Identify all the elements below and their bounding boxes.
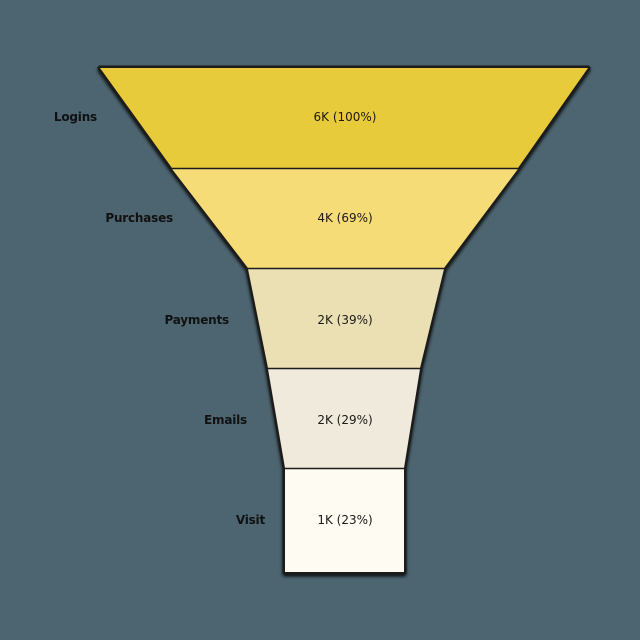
stage-label-logins: Logins	[53, 110, 97, 124]
funnel-segment-logins[interactable]	[100, 68, 588, 168]
stage-value-purchases: 4K (69%)	[317, 211, 373, 225]
funnel-segment-visit[interactable]	[285, 469, 404, 572]
stage-label-emails: Emails	[204, 413, 247, 427]
stage-label-payments: Payments	[164, 313, 230, 327]
stage-value-visit: 1K (23%)	[317, 513, 373, 527]
stage-value-payments: 2K (39%)	[317, 313, 373, 327]
funnel-segment-purchases[interactable]	[172, 169, 518, 268]
funnel-segment-emails[interactable]	[268, 369, 420, 468]
stage-label-visit: Visit	[235, 513, 265, 527]
stage-value-emails: 2K (29%)	[317, 413, 373, 427]
funnel-segment-payments[interactable]	[248, 269, 444, 368]
stage-label-purchases: Purchases	[105, 211, 173, 225]
stage-value-logins: 6K (100%)	[313, 110, 377, 124]
